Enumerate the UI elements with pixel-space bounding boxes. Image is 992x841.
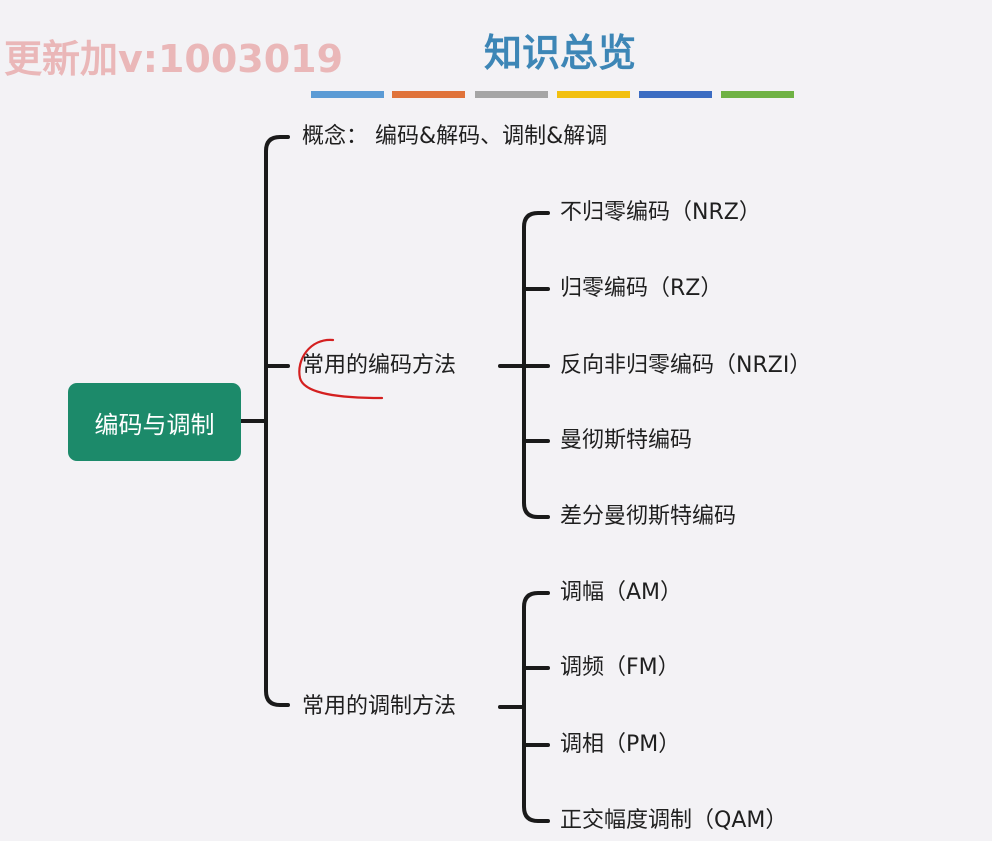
title-bar [721,91,794,98]
modulation-item: 调幅（AM） [560,580,683,605]
bracket-main [264,135,290,707]
encoding-item: 归零编码（RZ） [560,276,723,301]
title-bar [311,91,384,98]
title-bar [475,91,548,98]
concept-label: 概念： 编码&解码、调制&解调 [302,124,608,149]
watermark: 更新加v:1003019 [4,37,344,81]
modulation-methods-label: 常用的调制方法 [302,694,457,719]
modulation-item: 调频（FM） [560,655,680,680]
page-title: 知识总览 [483,30,636,75]
modulation-item: 调相（PM） [560,732,681,757]
red-annotation-mark [298,338,384,400]
title-bar [392,91,465,98]
encoding-item: 曼彻斯特编码 [560,428,693,453]
encoding-methods-label: 常用的编码方法 [302,353,457,378]
bracket-modulation [522,591,550,823]
title-bar [557,91,630,98]
title-bar [639,91,712,98]
encoding-item: 差分曼彻斯特编码 [560,504,737,529]
encoding-item: 不归零编码（NRZ） [560,200,761,225]
modulation-item: 正交幅度调制（QAM） [560,808,788,833]
root-node: 编码与调制 [68,383,241,461]
encoding-item: 反向非归零编码（NRZI） [560,353,812,378]
